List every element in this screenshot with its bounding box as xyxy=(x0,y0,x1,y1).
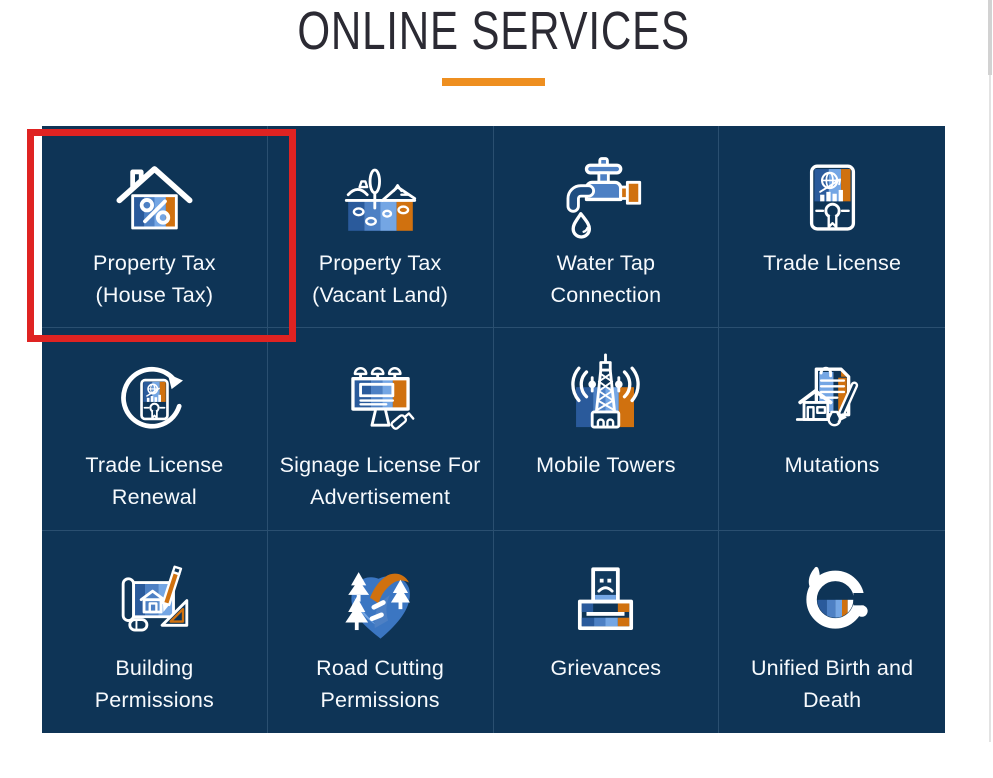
service-label: Mutations xyxy=(784,453,880,478)
title-divider xyxy=(442,78,545,86)
service-label: Trade License xyxy=(763,251,902,275)
scrollbar-thumb[interactable] xyxy=(988,0,992,75)
service-tile-trade-license[interactable]: Trade License xyxy=(719,126,945,329)
service-label: Trade License Renewal xyxy=(85,453,224,510)
page-header: ONLINE SERVICES xyxy=(42,0,945,86)
service-tile-grievances[interactable]: Grievances xyxy=(494,530,720,733)
trade-license-renewal-icon xyxy=(121,366,183,429)
service-label: Property Tax (House Tax) xyxy=(93,251,216,307)
mutations-icon xyxy=(795,366,858,427)
service-tile-trade-license-renewal[interactable]: Trade License Renewal xyxy=(42,328,268,531)
service-label: Water Tap Connection xyxy=(550,251,662,307)
vacant-land-icon xyxy=(344,168,416,231)
service-label: Property Tax (Vacant Land) xyxy=(312,251,449,307)
online-services-grid: Property Tax (House Tax) Property Tax (V xyxy=(42,126,945,733)
service-tile-road-cutting[interactable]: Road Cutting Permissions xyxy=(268,530,494,733)
service-tile-mobile-towers[interactable]: Mobile Towers xyxy=(493,328,720,531)
house-percent-icon xyxy=(116,165,193,229)
service-tile-unified-birth-death[interactable]: Unified Birth and Death xyxy=(719,531,945,733)
page-title: ONLINE SERVICES xyxy=(297,1,690,61)
mobile-towers-icon xyxy=(571,353,641,429)
service-label: Signage License For Advertisement xyxy=(279,453,481,510)
grievances-icon xyxy=(578,567,634,631)
building-permissions-icon xyxy=(121,565,189,632)
road-cutting-icon xyxy=(344,572,410,639)
unified-birth-death-icon xyxy=(806,567,869,629)
service-label: Grievances xyxy=(550,655,662,680)
service-label: Road Cutting Permissions xyxy=(316,655,445,712)
signage-license-icon xyxy=(350,366,415,430)
service-tile-mutations[interactable]: Mutations xyxy=(719,328,945,531)
service-tile-building-permissions[interactable]: Building Permissions xyxy=(42,530,268,733)
service-tile-water-tap[interactable]: Water Tap Connection xyxy=(493,126,720,329)
service-label: Unified Birth and Death xyxy=(750,655,914,712)
service-tile-property-tax-vacant[interactable]: Property Tax (Vacant Land) xyxy=(267,126,494,329)
scrollbar-track[interactable] xyxy=(989,0,991,742)
service-tile-signage-license[interactable]: Signage License For Advertisement xyxy=(267,328,494,531)
service-tile-property-tax-house[interactable]: Property Tax (House Tax) xyxy=(42,126,268,329)
service-label: Mobile Towers xyxy=(536,453,676,478)
service-label: Building Permissions xyxy=(94,655,215,712)
water-tap-icon xyxy=(566,156,642,239)
trade-license-icon xyxy=(809,164,855,231)
